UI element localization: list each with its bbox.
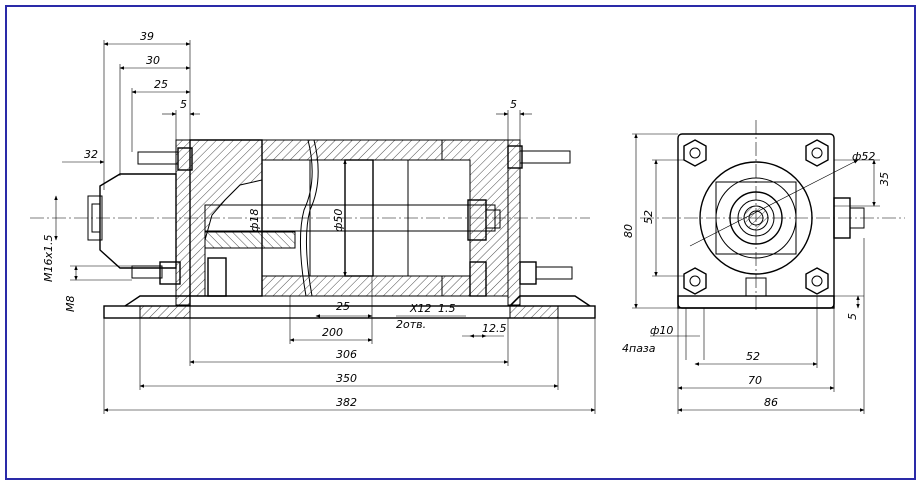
dim-m8: M8: [64, 296, 77, 313]
side-view: ф52 35 80 52 5 ф10 4паза 52 70 86: [622, 120, 905, 414]
dim-350: 350: [336, 372, 357, 385]
corner-nuts: [683, 139, 829, 295]
dim-5-left: 5: [180, 98, 187, 111]
note-holes: 2отв.: [396, 318, 426, 331]
dim-52-v: 52: [642, 210, 655, 224]
dim-5-side: 5: [846, 313, 859, 320]
dim-200: 200: [322, 326, 343, 339]
dim-phi18: ф18: [248, 209, 261, 232]
dim-39: 39: [140, 30, 154, 43]
dim-25-top: 25: [154, 78, 168, 91]
dim-5-right: 5: [510, 98, 517, 111]
dim-306: 306: [336, 348, 357, 361]
dim-25-mid: 25: [336, 300, 350, 313]
dim-m16: M16x1.5: [42, 235, 55, 283]
dim-80: 80: [622, 224, 635, 238]
dim-30: 30: [146, 54, 160, 67]
dim-35: 35: [878, 172, 891, 186]
dim-x12: X12: [409, 302, 432, 315]
dim-1-5: 1.5: [438, 302, 456, 315]
dim-86: 86: [764, 396, 778, 409]
sheet-border: [5, 5, 916, 480]
dim-12-5: 12.5: [482, 322, 507, 335]
dim-52-h: 52: [746, 350, 760, 363]
dim-32: 32: [84, 148, 98, 161]
dim-382: 382: [336, 396, 357, 409]
dim-phi52: ф52: [852, 150, 875, 163]
dim-phi10: ф10: [650, 324, 673, 337]
note-slots: 4паза: [622, 342, 656, 355]
front-view: 39 30 25 5 5 32 M16x1.5 M8 ф18 ф50 25 20…: [30, 30, 596, 414]
dim-70: 70: [748, 374, 762, 387]
dim-phi50: ф50: [332, 209, 345, 232]
